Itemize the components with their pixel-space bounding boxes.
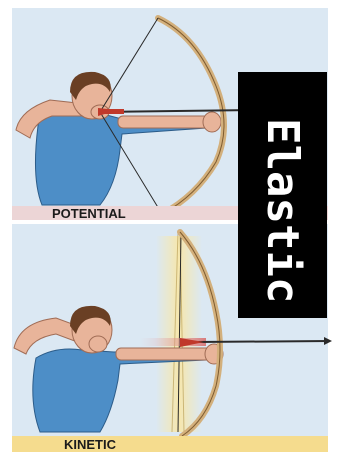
arrow-top-nock: [104, 109, 124, 114]
side-title: Elastic: [257, 118, 308, 303]
archer-hand-top: [203, 112, 221, 132]
archer-open-hand-bottom: [89, 336, 107, 352]
potential-label: POTENTIAL: [52, 206, 126, 221]
kinetic-band: [12, 436, 328, 452]
archer-front-arm-bottom: [116, 348, 214, 360]
kinetic-label: KINETIC: [64, 437, 117, 452]
arrow-bottom: [196, 341, 330, 342]
archer-front-arm-top: [118, 116, 214, 128]
